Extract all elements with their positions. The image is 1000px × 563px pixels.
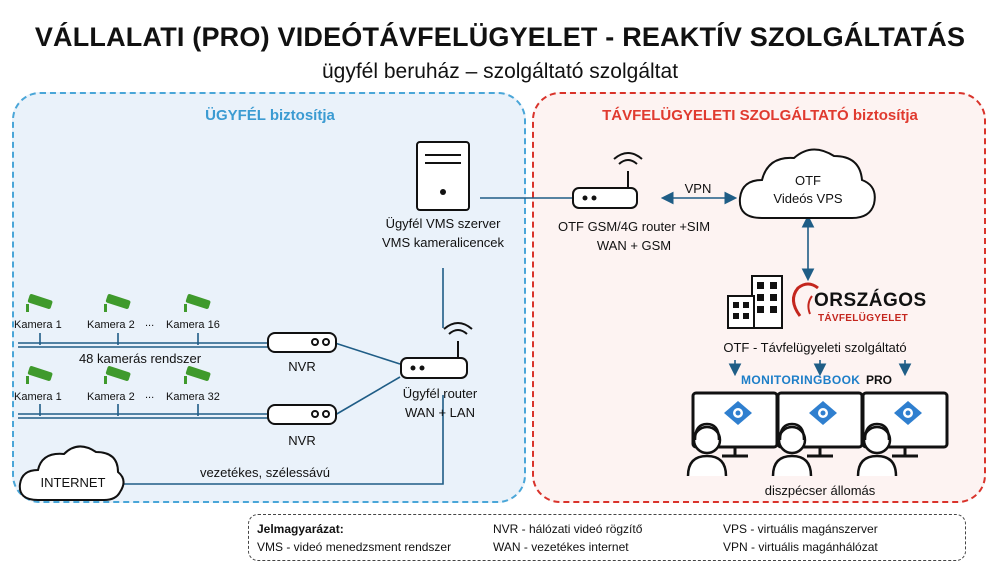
server-icon	[416, 141, 470, 211]
legend-item: VMS - videó menedzsment rendszer	[257, 540, 452, 554]
camera-label: Kamera 2	[87, 391, 135, 403]
otf-router-icon	[572, 152, 643, 209]
camera-icons-row1	[26, 294, 211, 312]
cloud-label-2: Videós VPS	[773, 191, 843, 206]
otf-router-label-2: WAN + GSM	[596, 238, 672, 253]
legend-item: VPN - virtuális magánhálózat	[723, 540, 878, 554]
vpn-label: VPN	[684, 181, 712, 196]
legend-heading: Jelmagyarázat:	[257, 522, 344, 536]
internet-link-label: vezetékes, szélessávú	[199, 465, 331, 480]
brand-suffix-text: PRO	[866, 373, 893, 387]
otf-router-label-1: OTF GSM/4G router +SIM	[557, 219, 711, 234]
building-windows	[733, 282, 777, 319]
station-arrows	[728, 360, 912, 377]
customer-router-label-2: WAN + LAN	[405, 405, 475, 420]
operator-station-1	[686, 391, 779, 477]
camera-label: Kamera 1	[14, 391, 62, 403]
connection-lines	[18, 197, 572, 485]
camera-icons-row2	[26, 366, 211, 384]
logo-head-icon	[792, 282, 819, 317]
ellipsis-label: ...	[145, 317, 155, 329]
operator-station-2	[771, 391, 864, 477]
internet-cloud-icon	[18, 445, 125, 501]
camera-label: Kamera 1	[14, 319, 62, 331]
station-label: diszpécser állomás	[764, 483, 876, 498]
nvr-icon-2	[267, 404, 337, 425]
server-label-1: Ügyfél VMS szerver	[385, 216, 501, 231]
legend-item: VPS - virtuális magánszerver	[723, 522, 878, 536]
logo-top-text: ORSZÁGOS	[814, 290, 927, 311]
server-label-2: VMS kameralicencek	[381, 235, 505, 250]
nvr-icon-1	[267, 332, 337, 353]
internet-label: INTERNET	[40, 475, 106, 490]
nvr-label: NVR	[288, 433, 316, 448]
camera-label: Kamera 16	[166, 319, 220, 331]
brand-main-text: MONITORINGBOOK	[741, 373, 861, 387]
page-subtitle: ügyfél beruház – szolgáltató szolgáltat	[321, 60, 679, 83]
camera-label: Kamera 32	[166, 391, 220, 403]
provider-label: OTF - Távfelügyeleti szolgáltató	[723, 340, 907, 355]
system-label: 48 kamerás rendszer	[78, 351, 202, 366]
page-title: VÁLLALATI (PRO) VIDEÓTÁVFELÜGYELET - REA…	[34, 22, 966, 52]
otf-cloud-icon	[738, 148, 876, 219]
logo-bottom-text: TÁVFELÜGYELET	[818, 313, 909, 324]
customer-router-label-1: Ügyfél router	[402, 386, 478, 401]
cloud-label-1: OTF	[795, 173, 821, 188]
customer-zone-title: ÜGYFÉL biztosítja	[205, 107, 335, 124]
legend-box: Jelmagyarázat: VMS - videó menedzsment r…	[248, 514, 966, 561]
nvr-label: NVR	[288, 359, 316, 374]
camera-label: Kamera 2	[87, 319, 135, 331]
legend-item: WAN - vezetékes internet	[493, 540, 629, 554]
legend-item: NVR - hálózati videó rögzítő	[493, 522, 643, 536]
customer-router-icon	[400, 322, 473, 379]
provider-zone-title: TÁVFELÜGYELETI SZOLGÁLTATÓ biztosítja	[602, 107, 918, 124]
ellipsis-label: ...	[145, 389, 155, 401]
operator-station-3	[856, 391, 949, 477]
